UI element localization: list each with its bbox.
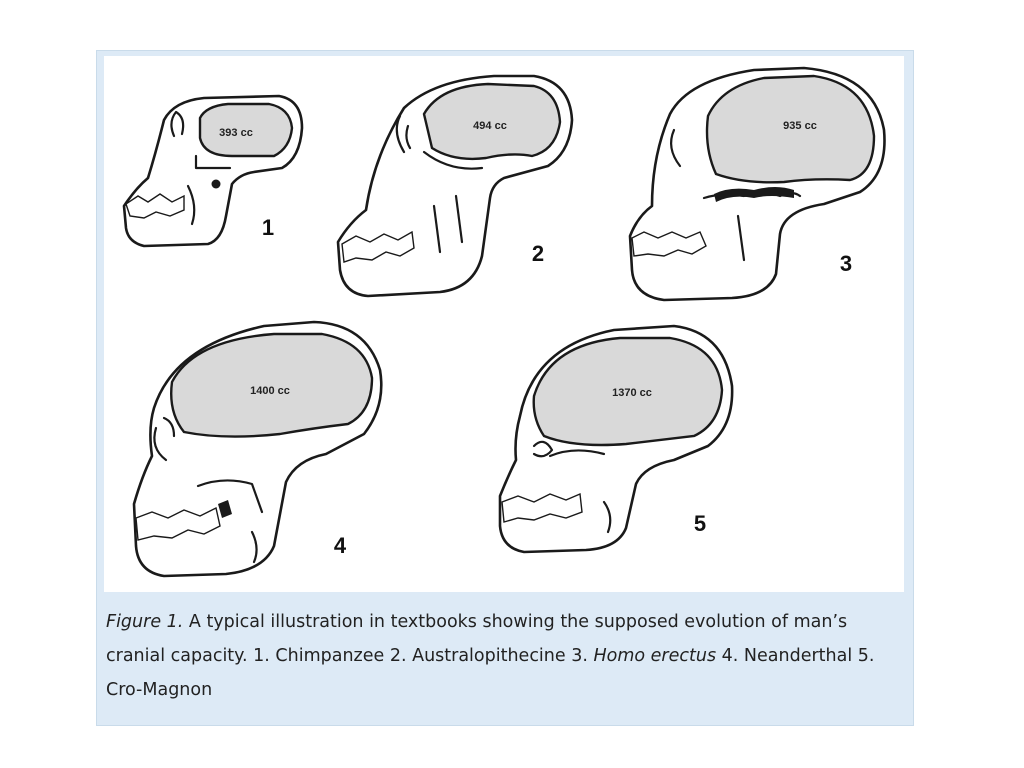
caption-species-homo-erectus: Homo erectus	[593, 646, 717, 666]
caption-label: Figure 1.	[106, 612, 184, 632]
skull-1-capacity: 393 cc	[219, 127, 253, 139]
skull-1	[122, 94, 304, 248]
caption-text-1: A typical illustration in textbooks show…	[106, 612, 848, 666]
skull-4-capacity: 1400 cc	[250, 385, 290, 397]
skull-5	[498, 324, 734, 554]
skull-4-number: 4	[333, 533, 347, 558]
skull-5-capacity: 1370 cc	[612, 387, 652, 399]
skull-2-number: 2	[531, 241, 545, 266]
skull-3-number: 3	[839, 251, 853, 276]
figure-caption: Figure 1. A typical illustration in text…	[106, 605, 906, 707]
skull-3	[628, 66, 886, 302]
skull-4	[132, 320, 383, 578]
skull-5-number: 5	[693, 511, 707, 536]
caption-text-2: 4. Neanderthal 5. Cro-Magnon	[106, 646, 875, 700]
skull-3-capacity: 935 cc	[783, 120, 817, 132]
skulls-drawing	[122, 66, 886, 578]
skull-1-number: 1	[261, 215, 275, 240]
skull-2-capacity: 494 cc	[473, 120, 507, 132]
skull-illustration: 393 cc 494 cc 935 cc 1400 cc 1370 cc 1 2…	[104, 56, 904, 592]
skull-2	[336, 74, 574, 298]
